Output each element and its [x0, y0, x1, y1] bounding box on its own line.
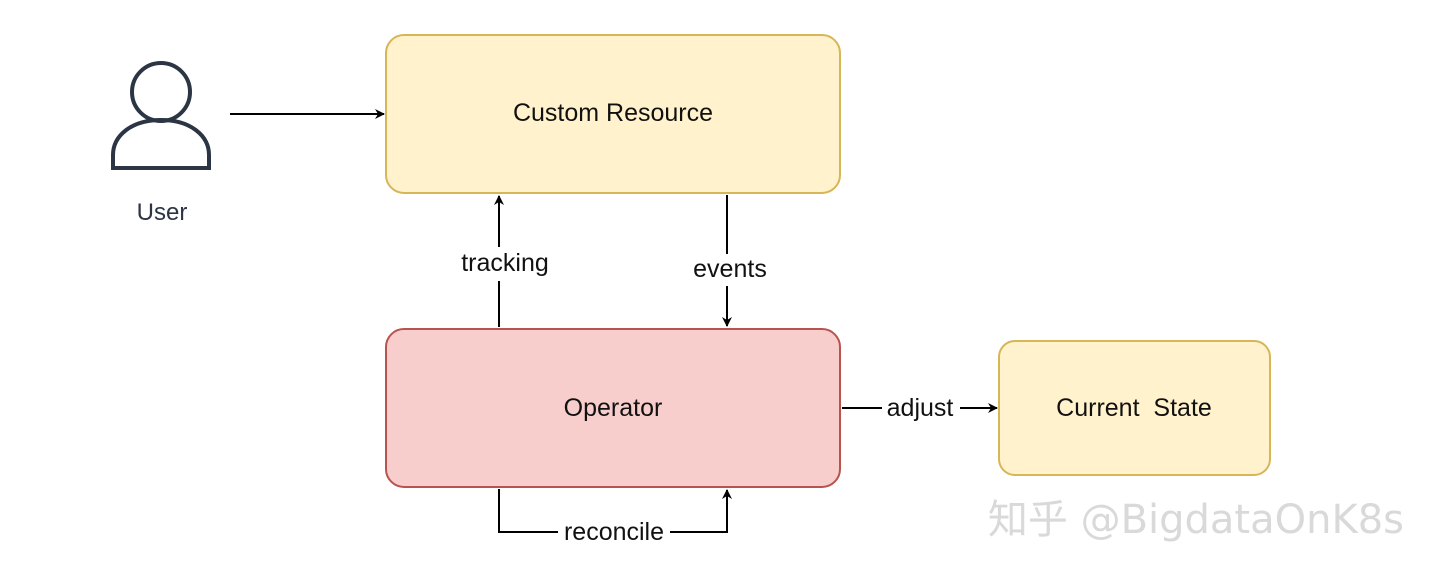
custom-resource-label: Custom Resource	[513, 99, 713, 127]
events-label-bg	[688, 254, 772, 286]
tracking-label-bg	[456, 247, 556, 281]
reconcile-label-bg	[558, 517, 670, 549]
user-label: User	[137, 199, 188, 226]
tracking-label: tracking	[461, 249, 549, 277]
custom-resource-box[interactable]	[385, 34, 841, 194]
reconcile-label: reconcile	[564, 518, 664, 546]
current-state-box[interactable]	[998, 340, 1271, 476]
adjust-label-bg	[882, 392, 960, 424]
user-icon	[111, 61, 211, 170]
current-state-label: Current State	[1056, 394, 1212, 422]
adjust-label: adjust	[887, 394, 954, 422]
watermark: 知乎 @BigdataOnK8s	[988, 497, 1404, 543]
operator-box[interactable]	[385, 328, 841, 488]
events-label: events	[693, 255, 767, 283]
operator-label: Operator	[564, 394, 663, 422]
